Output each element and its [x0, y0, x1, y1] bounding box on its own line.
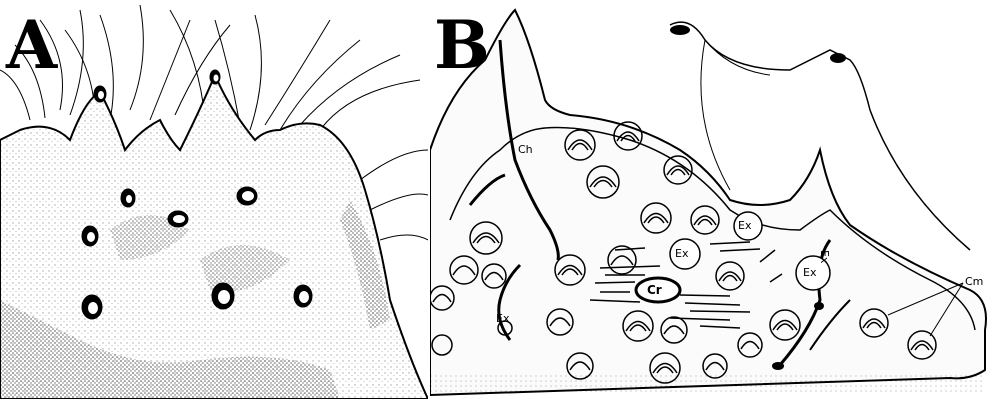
- label-cr: Cr: [647, 284, 662, 296]
- label-ex-5: Ex: [819, 250, 830, 263]
- panel-b: B Ch Cr Ex Ex Ex Ex Ex Cm: [430, 0, 998, 399]
- label-ex-3: Ex: [803, 267, 816, 278]
- section-outline: [430, 10, 986, 395]
- label-ex-4: Ex: [496, 313, 509, 324]
- panel-a-letter: A: [6, 12, 57, 78]
- label-ex-1: Ex: [738, 220, 751, 231]
- sponge-illustration: [0, 0, 428, 399]
- panel-a: A: [0, 0, 428, 399]
- panel-b-letter: B: [434, 12, 490, 78]
- label-ex-2: Ex: [675, 248, 688, 259]
- section-diagram: [430, 0, 998, 399]
- label-ch: Ch: [518, 144, 533, 155]
- label-cm: Cm: [965, 276, 983, 287]
